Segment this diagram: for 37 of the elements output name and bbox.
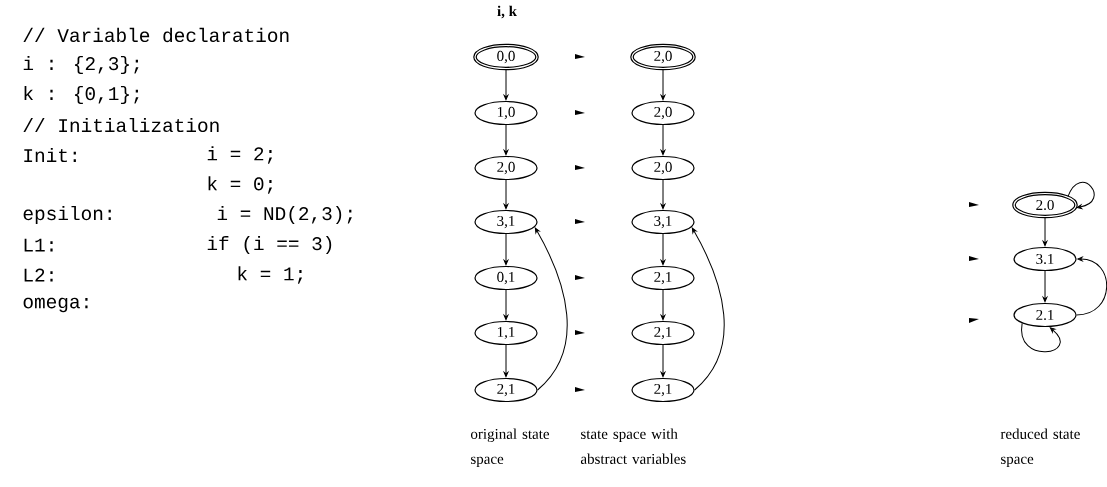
arrow xyxy=(660,289,666,321)
code-line: // Variable declaration xyxy=(23,27,289,43)
loop-arrow xyxy=(1021,322,1061,353)
column-caption: reduced state space xyxy=(1000,428,1080,467)
code-line: L2: xyxy=(24,268,53,282)
code-line: k : {0,1}; xyxy=(24,85,139,105)
arrow xyxy=(503,289,509,321)
arrow xyxy=(1042,216,1048,247)
arrow xyxy=(660,233,666,266)
arrow xyxy=(1042,270,1048,303)
code-line: epsilon: xyxy=(23,205,111,225)
code-line: i = 2; xyxy=(207,146,273,164)
code-line: Init: xyxy=(24,147,76,163)
code-line: if (i == 3) xyxy=(207,235,332,255)
arrow xyxy=(503,124,509,156)
code-line: L1: xyxy=(24,238,53,252)
column-caption: original state space xyxy=(470,428,550,467)
code-line: // Initialization xyxy=(23,117,219,133)
arrow xyxy=(691,227,725,391)
column-caption: state space with abstract variables xyxy=(580,428,686,464)
arrow xyxy=(503,179,509,210)
code-line: i = ND(2,3); xyxy=(217,205,352,225)
arrow xyxy=(660,124,666,156)
arrow xyxy=(660,179,666,210)
arrow xyxy=(534,227,568,391)
arrow xyxy=(503,344,509,378)
code-line: omega: xyxy=(23,297,88,313)
code-line: k = 1; xyxy=(238,266,303,284)
code-line: k = 0; xyxy=(208,176,273,194)
arrow xyxy=(1076,256,1107,316)
axis-label: i, k xyxy=(497,5,517,19)
arrow xyxy=(660,68,666,101)
code-line: i : {2,3}; xyxy=(23,55,139,75)
arrow xyxy=(503,68,509,101)
arrow xyxy=(503,233,509,266)
arrow xyxy=(660,344,666,378)
loop-arrow xyxy=(1067,182,1095,210)
